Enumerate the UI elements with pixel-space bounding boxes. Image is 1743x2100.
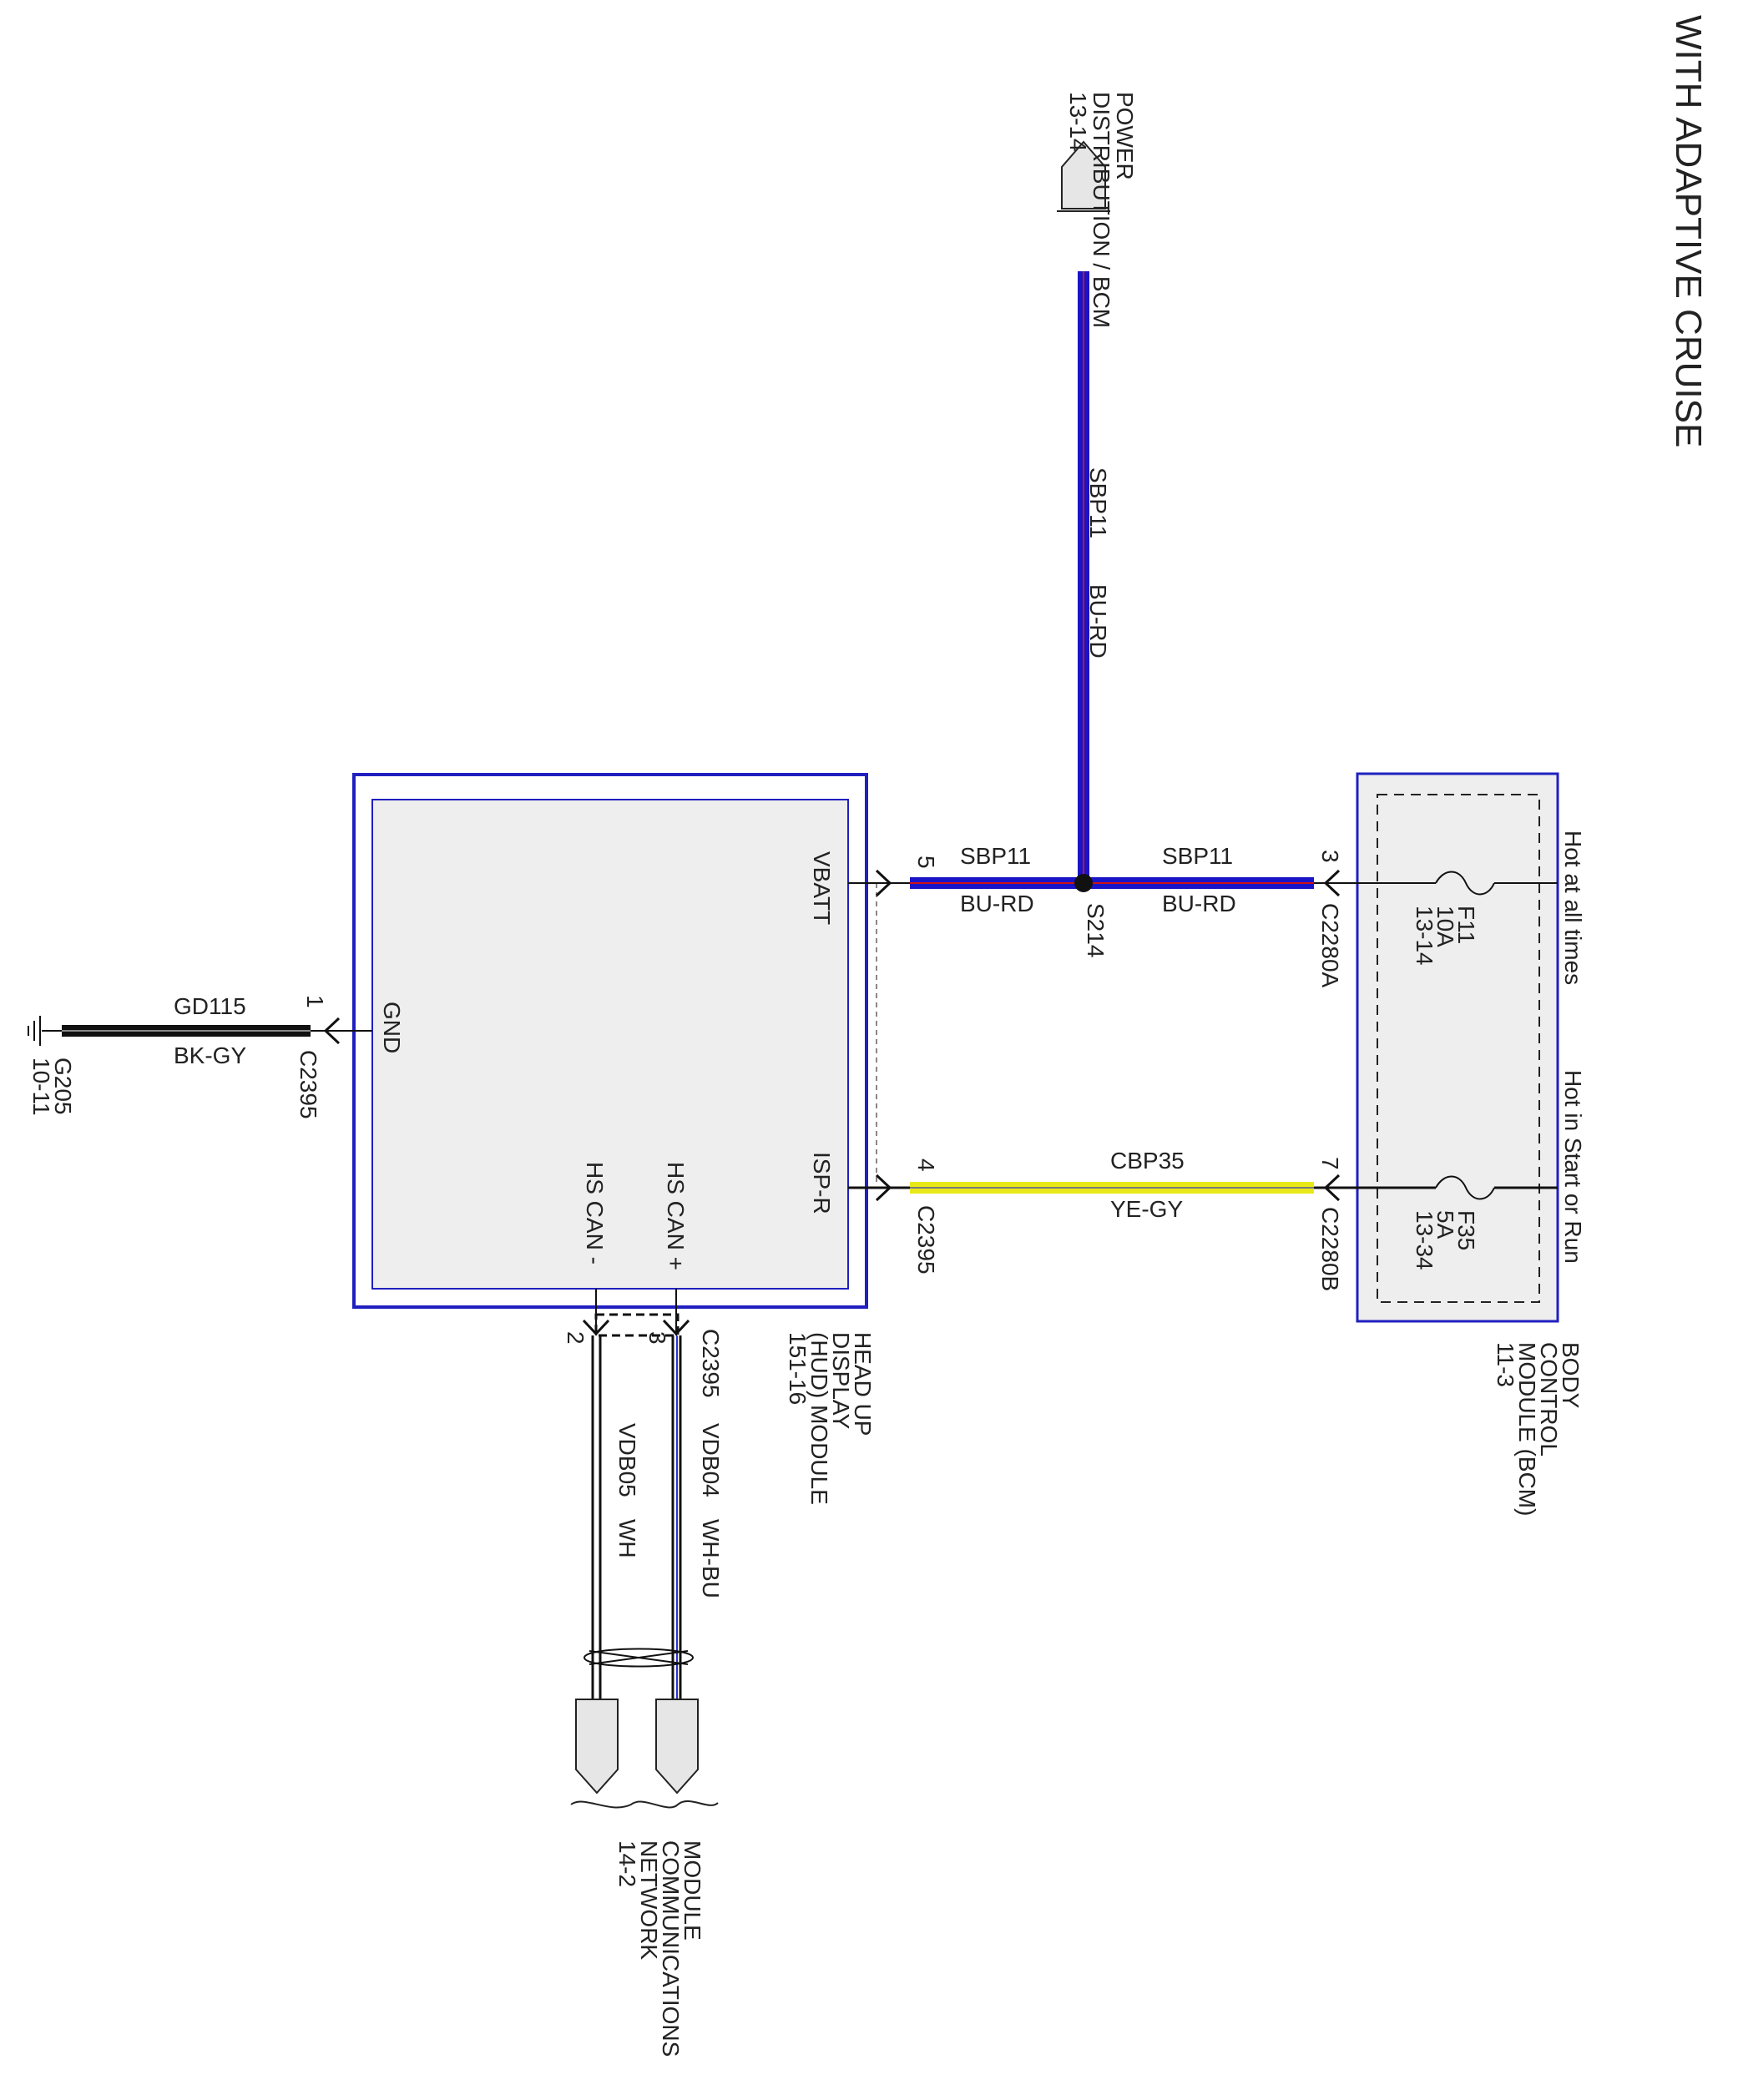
twisted-pair-icon bbox=[583, 1648, 695, 1668]
fuse-f35-id: F35 bbox=[1453, 1210, 1479, 1250]
vbatt-color-left: BU-RD bbox=[960, 891, 1034, 916]
bcm-hot-in-start-or-run: Hot in Start or Run bbox=[1560, 1070, 1586, 1264]
twisted-pair-cross bbox=[589, 1650, 689, 1665]
vbatt-circuit-right: SBP11 bbox=[1162, 843, 1233, 869]
vdb05-color: WH bbox=[614, 1519, 640, 1558]
splice-s214-label: S214 bbox=[1083, 903, 1109, 957]
power-distribution-label-1: POWER bbox=[1112, 92, 1138, 180]
network-name-2: COMMUNICATIONS bbox=[658, 1840, 684, 2057]
vdb04-color: WH-BU bbox=[698, 1519, 724, 1598]
can-connector: C2395 bbox=[698, 1329, 724, 1398]
fuse-f35-icon bbox=[1435, 1175, 1495, 1200]
power-distribution-connector bbox=[1061, 140, 1106, 209]
fuse-f11-rating: 10A bbox=[1432, 906, 1458, 947]
ground-ref: 10-11 bbox=[28, 1058, 54, 1116]
vdb04-circuit: VDB04 bbox=[698, 1423, 724, 1497]
gnd-circuit: GD115 bbox=[174, 993, 246, 1019]
vbatt-pin-hud: 5 bbox=[913, 856, 939, 869]
hud-pin-gnd: GND bbox=[379, 1002, 405, 1053]
hud-pin-ispr: ISP-R bbox=[809, 1152, 835, 1214]
vdb05-circuit: VDB05 bbox=[614, 1423, 640, 1497]
bcm-module bbox=[1356, 772, 1559, 1323]
fuse-f35-rating: 5A bbox=[1432, 1210, 1458, 1239]
network-name-3: NETWORK bbox=[636, 1840, 662, 1960]
vbatt-circuit-left: SBP11 bbox=[960, 843, 1031, 869]
fuse-f35-ref: 13-34 bbox=[1412, 1210, 1437, 1270]
gnd-connector: C2395 bbox=[296, 1050, 321, 1119]
vbatt-hud-terminal-icon bbox=[875, 869, 892, 897]
hud-name-3: (HUD) MODULE bbox=[806, 1332, 832, 1505]
vbatt-pin-bcm: 3 bbox=[1317, 850, 1343, 863]
can-minus-terminal-icon bbox=[582, 1319, 610, 1336]
power-distribution-ref: 13-14 bbox=[1065, 92, 1091, 152]
gnd-terminal-icon bbox=[323, 1017, 341, 1045]
ground-g205: G205 bbox=[50, 1058, 76, 1115]
hud-module-inner bbox=[371, 799, 849, 1290]
network-name-1: MODULE bbox=[680, 1840, 705, 1941]
vbatt-color-right: BU-RD bbox=[1162, 891, 1236, 916]
hud-pin-hs-can-minus: HS CAN - bbox=[582, 1162, 608, 1265]
can-plus-terminal-icon bbox=[662, 1319, 690, 1336]
vbatt-connector-bcm: C2280A bbox=[1317, 903, 1343, 988]
gnd-color: BK-GY bbox=[174, 1042, 246, 1068]
bcm-name-1: BODY bbox=[1558, 1342, 1584, 1409]
network-break-squiggle bbox=[570, 1800, 719, 1809]
hud-name-2: DISPLAY bbox=[828, 1332, 854, 1430]
ispr-color: YE-GY bbox=[1110, 1196, 1183, 1222]
fuse-f11-ref: 13-14 bbox=[1412, 906, 1437, 966]
bcm-ref: 11-3 bbox=[1493, 1342, 1518, 1387]
fuse-f11-icon bbox=[1435, 871, 1495, 896]
ispr-pin-bcm: 7 bbox=[1317, 1157, 1343, 1170]
power-distribution-label-2: DISTRIBUTION / BCM bbox=[1089, 92, 1114, 328]
network-connector-minus bbox=[575, 1699, 619, 1795]
can-connector-dashed-box bbox=[594, 1313, 680, 1337]
ispr-hud-terminal-icon bbox=[875, 1174, 892, 1202]
hud-pin-vbatt: VBATT bbox=[809, 851, 835, 925]
top-wire-circuit: SBP11 bbox=[1085, 467, 1111, 538]
bcm-name-2: CONTROL bbox=[1536, 1342, 1562, 1456]
network-connector-plus bbox=[655, 1699, 699, 1795]
gnd-pin: 1 bbox=[302, 995, 328, 1008]
splice-s214-dot bbox=[1074, 874, 1093, 892]
bcm-hot-at-all-times: Hot at all times bbox=[1560, 830, 1586, 985]
can-pin-minus: 2 bbox=[563, 1331, 589, 1345]
hud-pin-hs-can-plus: HS CAN + bbox=[663, 1162, 689, 1270]
ispr-connector-bcm: C2280B bbox=[1317, 1207, 1343, 1291]
fuse-f11-id: F11 bbox=[1453, 906, 1479, 944]
diagram-title: WITH ADAPTIVE CRUISE bbox=[1668, 15, 1709, 447]
network-ref: 14-2 bbox=[614, 1840, 640, 1887]
hud-name-1: HEAD UP bbox=[850, 1332, 876, 1436]
ground-icon bbox=[28, 1016, 41, 1046]
ispr-pin-hud: 4 bbox=[913, 1159, 939, 1172]
can-pin-plus: 3 bbox=[644, 1331, 670, 1345]
hud-ref: 151-16 bbox=[785, 1332, 811, 1405]
ispr-circuit: CBP35 bbox=[1110, 1148, 1185, 1174]
ispr-connector-hud: C2395 bbox=[913, 1205, 939, 1275]
bcm-fuse-box-dashed bbox=[1377, 794, 1540, 1303]
top-wire-color: BU-RD bbox=[1085, 584, 1111, 659]
bcm-name-3: MODULE (BCM) bbox=[1514, 1342, 1540, 1516]
